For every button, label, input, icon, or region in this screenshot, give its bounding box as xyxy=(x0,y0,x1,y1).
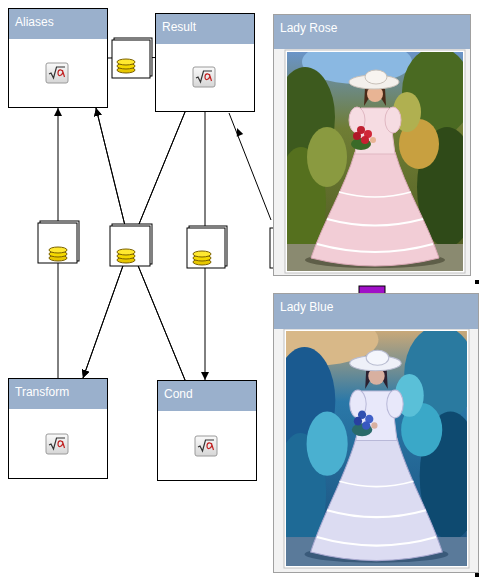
data-store-icon xyxy=(110,226,150,266)
photo xyxy=(365,70,387,84)
photo xyxy=(339,192,411,197)
formula-icon xyxy=(58,70,65,77)
data-store-icon xyxy=(117,249,135,255)
formula-icon xyxy=(196,71,212,82)
image-window: Lady Blue xyxy=(273,293,479,573)
data-store-icon xyxy=(110,224,152,266)
photo xyxy=(311,438,443,560)
data-store-icon xyxy=(187,228,225,268)
photo xyxy=(286,331,467,566)
formula-icon xyxy=(207,443,214,450)
data-store-icon xyxy=(193,251,211,265)
photo xyxy=(339,481,413,486)
process-box: Aliases xyxy=(8,8,108,108)
formula-icon xyxy=(198,440,214,451)
title-bar: Lady Rose xyxy=(274,15,470,49)
data-store-icon xyxy=(112,40,150,78)
title-bar: Transform xyxy=(9,379,107,409)
formula-icon xyxy=(49,67,65,78)
data-store-icon xyxy=(38,223,77,263)
formula-icon xyxy=(46,434,68,454)
resize-handle xyxy=(475,573,479,577)
node-title: Lady Blue xyxy=(280,300,333,314)
photo xyxy=(349,107,365,133)
photo xyxy=(327,510,426,517)
formula-icon xyxy=(46,63,68,83)
photo xyxy=(354,417,362,426)
photo xyxy=(307,411,348,475)
node-title: Cond xyxy=(164,387,193,401)
data-store-icon xyxy=(117,249,135,263)
node-title: Aliases xyxy=(15,15,54,29)
photo xyxy=(317,244,433,252)
formula-icon xyxy=(46,63,68,83)
process-box: Cond xyxy=(157,380,257,481)
data-store-icon xyxy=(38,221,79,263)
process-box: Result xyxy=(155,13,255,112)
title-bar: Lady Blue xyxy=(274,294,478,329)
photo xyxy=(362,421,370,430)
formula-icon xyxy=(46,434,68,454)
photo xyxy=(371,422,377,428)
title-bar: Aliases xyxy=(9,9,107,39)
photo xyxy=(287,52,463,271)
data-store-icon xyxy=(49,247,67,253)
node-title: Result xyxy=(162,20,196,34)
photo xyxy=(327,219,423,226)
node-title: Lady Rose xyxy=(280,21,337,35)
photo xyxy=(385,107,401,133)
connector xyxy=(96,108,185,380)
node-title: Transform xyxy=(15,385,69,399)
data-store-icon xyxy=(112,38,152,78)
data-store-icon xyxy=(117,59,135,65)
photo xyxy=(307,127,347,187)
formula-icon xyxy=(193,67,215,87)
formula-icon xyxy=(195,436,217,456)
data-store-icon xyxy=(117,59,135,73)
title-bar: Cond xyxy=(158,381,256,411)
photo xyxy=(353,132,361,140)
leader-line xyxy=(229,113,271,220)
formula-icon xyxy=(195,436,217,456)
process-box: Transform xyxy=(8,378,108,479)
data-store-icon xyxy=(193,251,211,257)
photo xyxy=(361,136,369,144)
photo xyxy=(366,350,389,365)
formula-icon xyxy=(193,67,215,87)
formula-icon xyxy=(58,441,65,448)
image-window: Lady Rose xyxy=(273,14,471,276)
photo xyxy=(311,152,439,266)
photo xyxy=(370,137,376,143)
connector xyxy=(83,112,185,378)
photo xyxy=(387,390,403,418)
title-bar: Result xyxy=(156,14,254,44)
leader-line xyxy=(237,128,243,137)
photo xyxy=(317,537,436,546)
formula-icon xyxy=(205,74,212,81)
resize-handle xyxy=(475,280,479,284)
formula-icon xyxy=(49,438,65,449)
data-store-icon xyxy=(187,226,227,268)
leader-line xyxy=(229,113,271,220)
data-store-icon xyxy=(49,247,67,261)
